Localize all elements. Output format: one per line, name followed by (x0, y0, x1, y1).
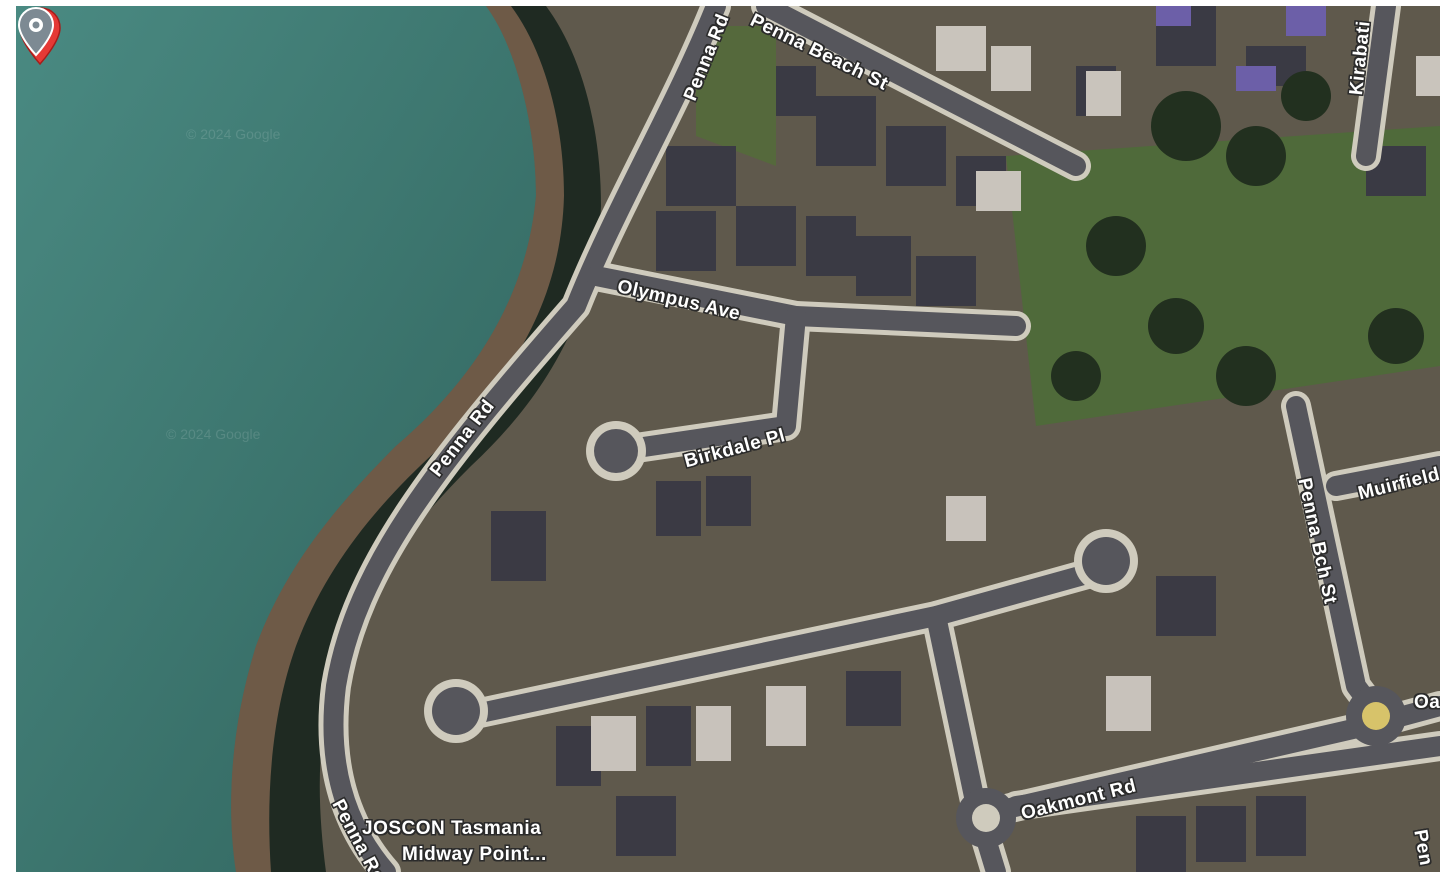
south-houses-light (591, 496, 1151, 771)
gray-place-pin-icon[interactable] (16, 6, 56, 58)
cul-de-sacs (424, 421, 1138, 743)
place-name-line2: Midway Point... (402, 844, 547, 865)
tree-clusters (1051, 71, 1424, 406)
shoreline (231, 6, 564, 872)
map-imagery (16, 6, 1440, 872)
map-watermark: © 2024 Google (186, 126, 281, 142)
place-label-joscon[interactable]: JOSCON Tasmania Midway Point... (362, 816, 547, 868)
road-label-oa: Oa (1414, 692, 1440, 713)
north-light-roofs (936, 26, 1440, 211)
place-name-line1: JOSCON Tasmania (362, 818, 542, 839)
north-grass (1006, 126, 1440, 426)
north-lawn (696, 26, 776, 166)
water-body (16, 6, 536, 872)
coastal-trees (269, 6, 601, 872)
roundabouts (956, 686, 1406, 848)
satellite-map[interactable]: © 2024 Google © 2024 Google Penna Rd Pen… (16, 6, 1440, 872)
south-houses-dark (491, 476, 1306, 872)
purple-roofs (1156, 6, 1326, 91)
map-watermark: © 2024 Google (166, 426, 261, 442)
